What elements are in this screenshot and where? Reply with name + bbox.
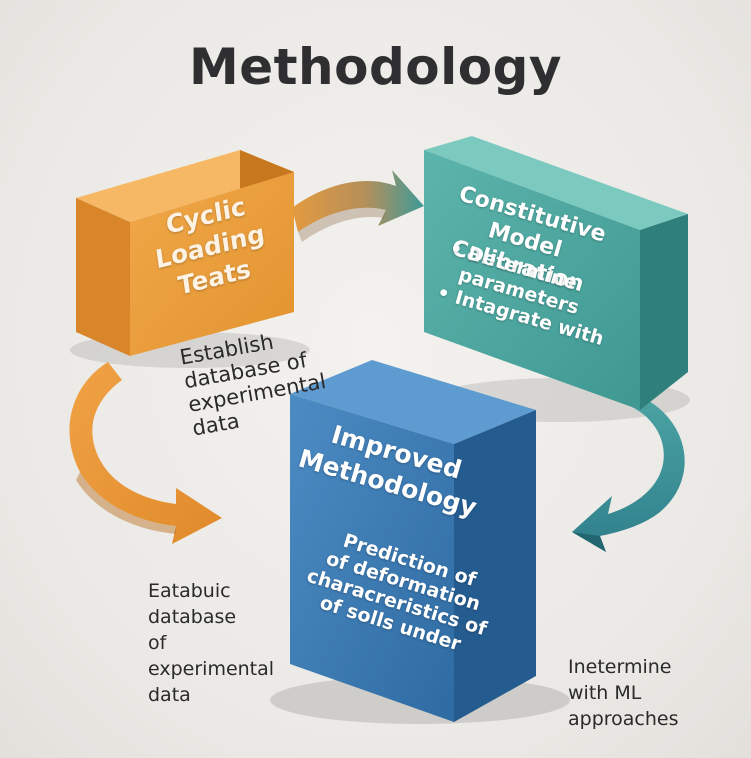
label-line: approaches <box>568 708 679 730</box>
page-title: Methodology <box>188 38 563 96</box>
label-line: experimental <box>148 658 275 680</box>
label-line: database <box>148 606 237 628</box>
arrow-left-icon <box>69 362 222 544</box>
inetermine-ml-label: Inetermine with ML approaches <box>568 654 679 732</box>
arrow-right-icon <box>572 396 685 552</box>
eatabuic-database-label: Eatabuic database of experimental data <box>148 578 274 708</box>
improved-methodology-box <box>290 360 536 722</box>
label-line: data <box>148 684 191 706</box>
label-line: Eatabuic <box>148 580 231 602</box>
label-line: Inetermine <box>568 656 672 678</box>
arrow-top-icon <box>292 170 424 242</box>
cyclic-loading-box <box>76 150 294 356</box>
label-line: with ML <box>568 682 642 704</box>
label-line: of <box>148 632 167 654</box>
